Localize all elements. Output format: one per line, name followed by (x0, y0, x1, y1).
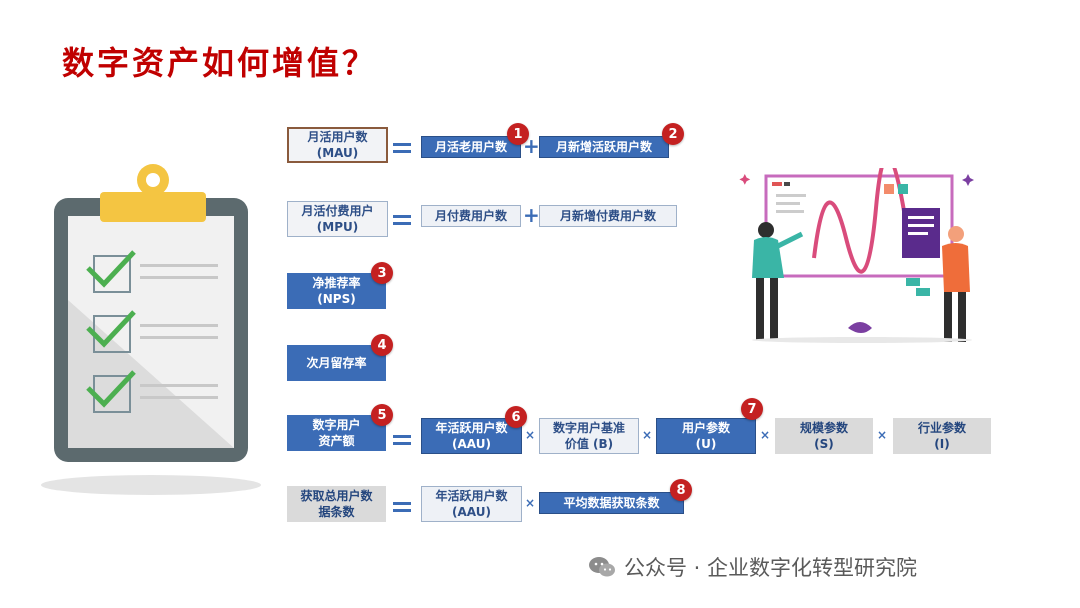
clipboard-illustration (41, 164, 261, 495)
asset-base-value-box: 数字用户基准 价值 (B) (539, 418, 639, 454)
times-sign: × (525, 496, 536, 510)
footer-watermark: 公众号 · 企业数字化转型研究院 (588, 552, 917, 582)
data-aau-box: 年活跃用户数 (AAU) (421, 486, 522, 522)
footer-text: 公众号 · 企业数字化转型研究院 (624, 556, 918, 580)
page-title: 数字资产如何增值？ (62, 44, 378, 82)
times-sign: × (642, 428, 653, 442)
data-records-box: 获取总用户数 据条数 (287, 486, 386, 522)
asset-box: 数字用户 资产额 (287, 415, 386, 451)
plus-sign: + (523, 203, 540, 227)
wechat-icon (589, 557, 615, 577)
badge-1: 1 (507, 123, 529, 145)
nps-box: 净推荐率 (NPS) (287, 273, 386, 309)
mau-new-users-box: 月新增活跃用户数 (539, 136, 669, 158)
mpu-paying-users-box: 月付费用户数 (421, 205, 521, 227)
mau-old-users-box: 月活老用户数 (421, 136, 521, 158)
presentation-illustration (739, 168, 974, 343)
badge-4: 4 (371, 334, 393, 356)
badge-2: 2 (662, 123, 684, 145)
times-sign: × (525, 428, 536, 442)
badge-8: 8 (670, 479, 692, 501)
badge-6: 6 (505, 406, 527, 428)
asset-scale-param-box: 规模参数 (S) (775, 418, 873, 454)
plus-sign: + (523, 134, 540, 158)
mau-box: 月活用户数 (MAU) (287, 127, 388, 163)
badge-3: 3 (371, 262, 393, 284)
asset-user-param-box: 用户参数 (U) (656, 418, 756, 454)
times-sign: × (760, 428, 771, 442)
data-avg-records-box: 平均数据获取条数 (539, 492, 684, 514)
badge-5: 5 (371, 404, 393, 426)
retention-box: 次月留存率 (287, 345, 386, 381)
mpu-box: 月活付费用户 (MPU) (287, 201, 388, 237)
asset-industry-param-box: 行业参数 (I) (893, 418, 991, 454)
mpu-new-paying-box: 月新增付费用户数 (539, 205, 677, 227)
asset-aau-box: 年活跃用户数 (AAU) (421, 418, 522, 454)
times-sign: × (877, 428, 888, 442)
badge-7: 7 (741, 398, 763, 420)
